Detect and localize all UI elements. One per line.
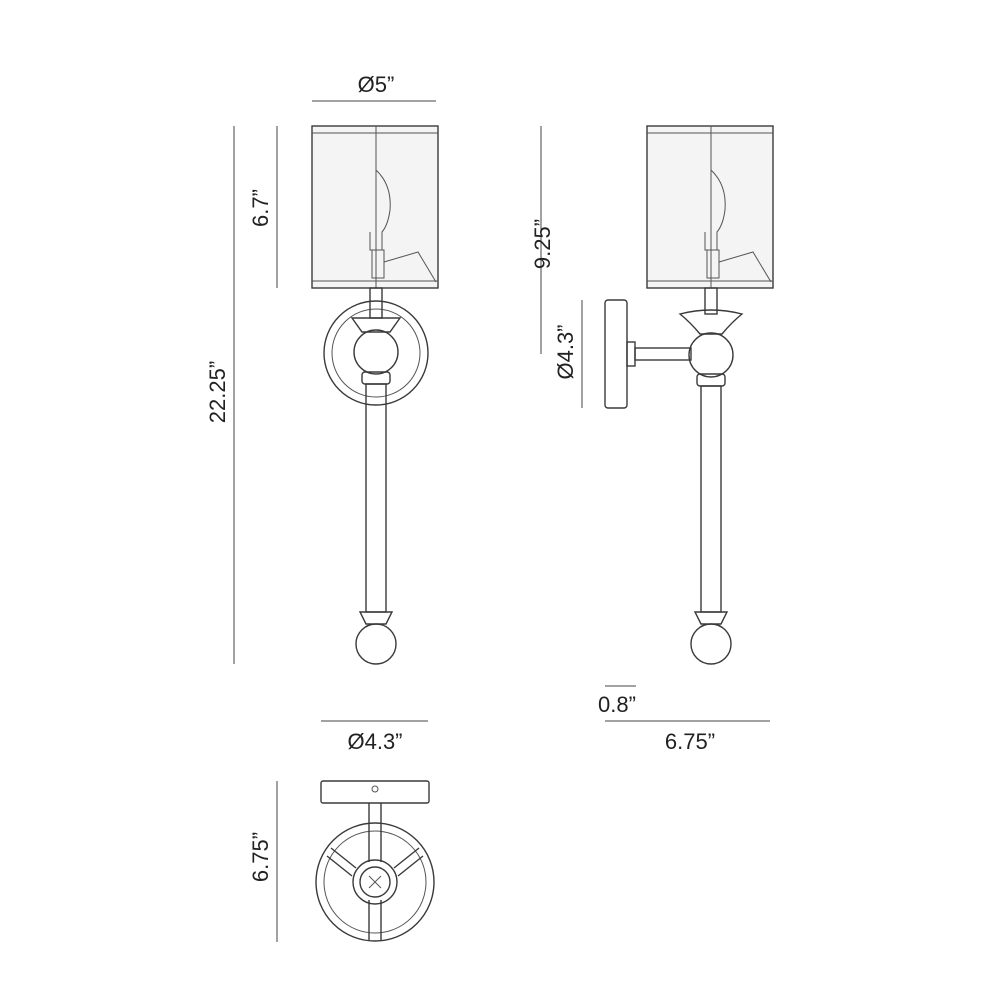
side-upper-height-label: 9.25” [530,219,555,269]
side-view: 9.25” Ø4.3” 0.8” 6.75” [530,125,774,754]
front-shade [311,125,439,289]
top-backplate-diameter-label: Ø4.3” [347,729,402,754]
front-body [350,287,402,665]
top-backplate [320,780,430,804]
top-ring [315,803,435,942]
side-backplate [604,299,692,409]
side-shade [646,125,774,289]
side-backplate-diameter-label: Ø4.3” [553,324,578,379]
side-extension-label: 6.75” [665,729,715,754]
top-depth-label: 6.75” [248,832,273,882]
front-backplate [323,300,429,406]
side-arm-offset-label: 0.8” [598,692,636,717]
front-total-height-label: 22.25” [205,361,230,423]
side-body [678,287,744,665]
front-view: Ø5” 6.7” 22.25” [205,72,439,665]
front-shade-height-label: 6.7” [248,189,273,227]
front-shade-diameter-label: Ø5” [358,72,395,97]
top-view: Ø4.3” 6.75” [248,720,435,942]
